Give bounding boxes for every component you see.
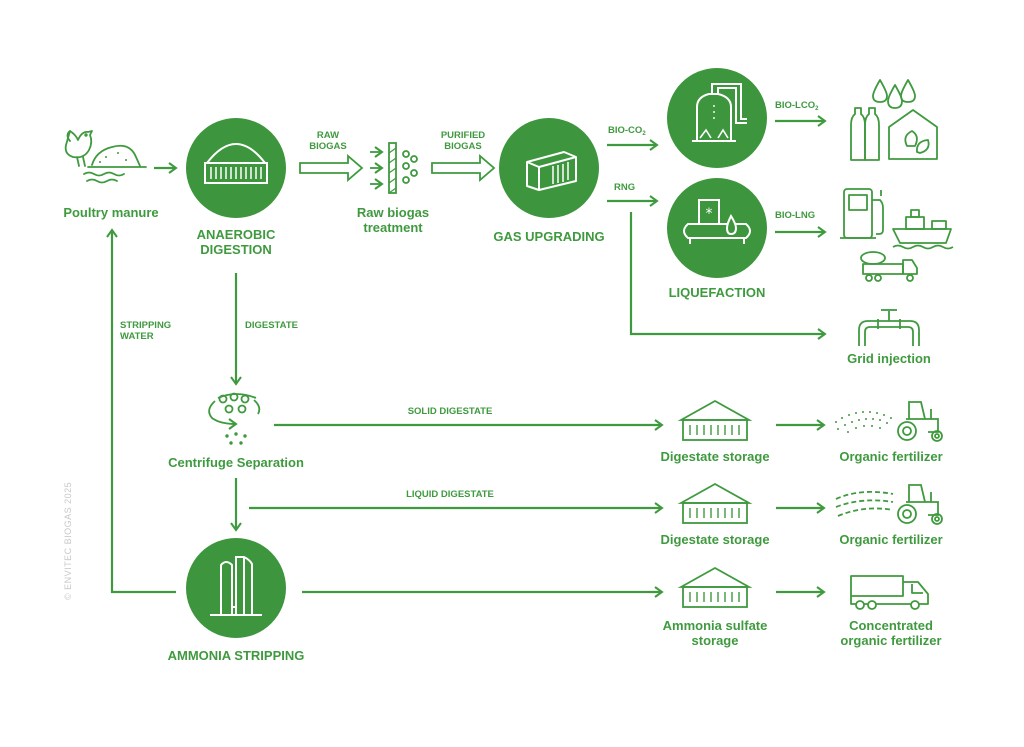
digester-icon	[204, 143, 268, 184]
digestate-flow-label: DIGESTATE	[245, 320, 298, 331]
stripping-water-flow-label: STRIPPING WATER	[120, 320, 190, 343]
chicken-manure-icon	[64, 130, 147, 184]
raw-biogas-treatment-label-line1: Raw biogas	[356, 205, 430, 220]
concentrated-fertilizer-label: Concentrated organic fertilizer	[826, 618, 956, 649]
centrifuge-separation-label: Centrifuge Separation	[168, 455, 304, 470]
bio-lco2-sub: 2	[815, 106, 819, 112]
filter-icon	[370, 142, 418, 194]
concentrated-fertilizer-label-line1: Concentrated	[849, 618, 933, 633]
purified-biogas-line2: BIOGAS	[444, 141, 482, 153]
poultry-manure-label: Poultry manure	[63, 205, 159, 220]
solid-digestate-flow-label: SOLID DIGESTATE	[407, 406, 493, 417]
fuel-ship-truck-icon	[840, 188, 954, 282]
pipeline-icon	[858, 309, 920, 346]
tractor-spread-icon	[835, 401, 943, 442]
digestate-storage-liquid-label: Digestate storage	[660, 532, 770, 547]
purified-biogas-line1: PURIFIED	[440, 130, 486, 141]
stripping-tower-icon	[210, 556, 262, 616]
container-icon	[526, 151, 577, 191]
ammonia-sulfate-storage-label: Ammonia sulfate storage	[650, 618, 780, 649]
svg-text:*: *	[706, 206, 713, 222]
copyright-notice: © ENVITEC BIOGAS 2025	[63, 481, 73, 600]
liquefaction-label: LIQUEFACTION	[668, 285, 766, 300]
arrow-purified-biogas	[431, 154, 496, 182]
arrow-raw-biogas	[299, 154, 364, 182]
raw-biogas-treatment-label-line2: treatment	[363, 219, 423, 235]
liquefaction-circle	[667, 178, 767, 278]
anaerobic-digestion-label-line2: DIGESTION	[200, 241, 272, 257]
liquefaction-icon: *	[683, 199, 751, 244]
gas-upgrading-circle	[499, 118, 599, 218]
arrow-stripping-water	[106, 228, 176, 594]
raw-biogas-line1: RAW	[316, 130, 340, 141]
digestate-storage-solid-label: Digestate storage	[660, 449, 770, 464]
bio-co2-sub: 2	[642, 131, 646, 137]
liquid-digestate-flow-label: LIQUID DIGESTATE	[406, 489, 494, 500]
tractor-spray-icon	[835, 484, 943, 525]
stripping-water-line2: WATER	[120, 331, 154, 343]
anaerobic-digestion-label: ANAEROBIC DIGESTION	[176, 227, 296, 258]
storage-icon-ammonia	[677, 566, 753, 608]
raw-biogas-flow-label: RAW BIOGAS	[298, 130, 358, 153]
truck-icon	[850, 575, 929, 610]
bottles-greenhouse-icon	[850, 79, 938, 161]
gas-upgrading-label: GAS UPGRADING	[493, 229, 605, 244]
arrow-grid-injection	[629, 212, 827, 340]
grid-injection-label: Grid injection	[847, 351, 931, 366]
raw-biogas-treatment-label: Raw biogas treatment	[343, 205, 443, 236]
centrifuge-icon	[208, 392, 261, 445]
bio-lng-flow-label: BIO-LNG	[775, 210, 816, 221]
storage-icon-solid	[677, 399, 753, 441]
concentrated-fertilizer-label-line2: organic fertilizer	[840, 632, 942, 648]
ammonia-stripping-label: AMMONIA STRIPPING	[167, 648, 305, 663]
anaerobic-digestion-label-line1: ANAEROBIC	[196, 227, 276, 242]
ammonia-sulfate-storage-label-line2: storage	[691, 632, 739, 648]
bio-co2-text: BIO-CO	[608, 125, 643, 136]
bio-lco2-flow-label: BIO-LCO2	[775, 100, 835, 113]
stripping-water-line1: STRIPPING	[120, 320, 172, 331]
raw-biogas-line2: BIOGAS	[309, 141, 347, 153]
co2-tank-icon	[692, 83, 747, 142]
bio-lco2-text: BIO-LCO	[775, 100, 816, 111]
storage-icon-liquid	[677, 482, 753, 524]
bio-co2-flow-label: BIO-CO2	[608, 125, 658, 138]
organic-fertilizer-liquid-label: Organic fertilizer	[839, 532, 943, 547]
ammonia-sulfate-storage-label-line1: Ammonia sulfate	[662, 618, 768, 633]
organic-fertilizer-solid-label: Organic fertilizer	[839, 449, 943, 464]
purified-biogas-flow-label: PURIFIED BIOGAS	[428, 130, 498, 153]
rng-flow-label: RNG	[614, 182, 636, 193]
